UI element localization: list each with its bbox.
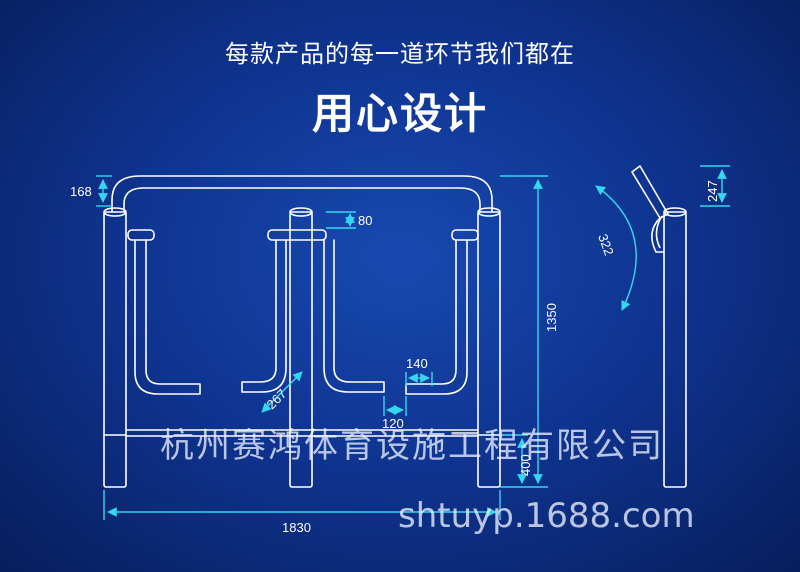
dim-322: 322: [595, 232, 617, 258]
pedal-arm-4: [405, 229, 479, 395]
dim-267: 267: [264, 386, 290, 412]
watermark-url: shtuyp.1688.com: [398, 496, 695, 536]
right-post: [477, 207, 501, 488]
dim-120: 120: [382, 416, 404, 431]
dimension-labels: 168 80 1350 400 140 120 267 1830 247 322: [70, 180, 720, 535]
subtitle: 每款产品的每一道环节我们都在: [225, 40, 575, 68]
center-post: [289, 207, 313, 488]
watermark-company: 杭州赛鸿体育设施工程有限公司: [160, 426, 664, 466]
dimension-lines: [96, 165, 730, 520]
title: 用心设计: [311, 89, 488, 138]
dim-140: 140: [406, 356, 428, 371]
pedal-arm-1: [127, 229, 201, 395]
top-rail: [111, 175, 493, 213]
side-post: [663, 211, 687, 488]
dim-1830: 1830: [282, 520, 311, 535]
dim-80: 80: [358, 213, 372, 228]
side-view: [631, 165, 687, 488]
pedal-arm-3: [323, 239, 385, 393]
pedal-arm-2: [241, 229, 327, 393]
dim-400: 400: [518, 454, 533, 476]
dim-168: 168: [70, 184, 92, 199]
top-rail-inner: [123, 187, 481, 213]
left-post: [103, 207, 127, 488]
dim-1350: 1350: [544, 303, 559, 332]
side-handle: [631, 165, 669, 219]
dim-247: 247: [705, 180, 720, 202]
